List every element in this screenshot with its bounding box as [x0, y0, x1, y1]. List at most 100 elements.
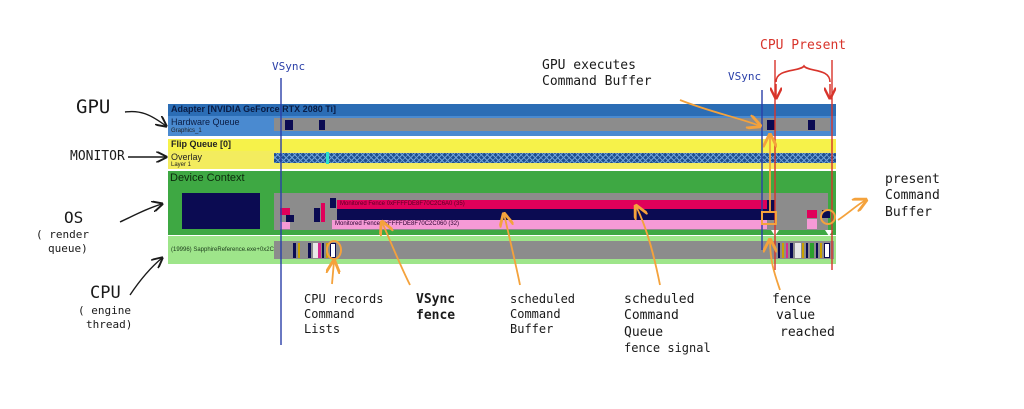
queue-packet[interactable]: [767, 200, 775, 220]
fence-signal-marker[interactable]: [825, 230, 833, 236]
monitored-fence-navy[interactable]: [337, 209, 767, 220]
monitored-fence-lower[interactable]: Monitored Fence 0xFFFFDE8F70C2C060 (32): [332, 220, 767, 229]
cpu-work-block[interactable]: [318, 243, 321, 258]
cpu-records-line-1: CPU records: [304, 292, 384, 306]
monitored-fence-upper[interactable]: Monitored Fence 0xFFFFDE8F70C2C6A0 (35): [337, 200, 767, 209]
cpu-work-block[interactable]: [778, 243, 780, 258]
cpu-work-block[interactable]: [782, 243, 784, 258]
cpu-work-block[interactable]: [795, 243, 801, 258]
cpu-work-block[interactable]: [816, 243, 818, 258]
cpu-present-brace: [775, 64, 831, 83]
gpu-packet[interactable]: [767, 120, 775, 130]
fence-value-arrow: [770, 240, 781, 291]
engine-thread-track[interactable]: [274, 241, 834, 259]
cpu-line-3: thread): [86, 318, 133, 331]
overlay-flip-marker[interactable]: [326, 152, 329, 164]
device-context-thumbnail: [182, 193, 260, 229]
gpu-packet[interactable]: [319, 120, 325, 130]
gpu-executes-annotation: GPU executes Command Buffer: [542, 58, 652, 91]
cpu-work-block[interactable]: [802, 243, 804, 258]
present-highlight: [820, 209, 836, 225]
cpu-annotation: CPU ( engine thread): [68, 283, 132, 332]
fence-value-line-2: value: [776, 308, 816, 324]
cpu-work-block[interactable]: [824, 243, 830, 258]
hardware-queue-label: Hardware Queue: [171, 117, 240, 127]
cpu-work-block[interactable]: [330, 243, 336, 258]
os-line-3: queue): [48, 241, 88, 255]
cpu-records-annotation: CPU records Command Lists: [304, 292, 383, 337]
hardware-queue-track[interactable]: [274, 118, 830, 131]
os-annotation: OS ( render queue): [36, 208, 89, 256]
fence-value-annotation: fence value reached: [772, 292, 835, 341]
cpu-work-block[interactable]: [313, 243, 318, 258]
fence-lower-label: Monitored Fence 0xFFFFDE8F70C2C060 (32): [335, 221, 460, 227]
queue-packet[interactable]: [330, 198, 336, 208]
present-line-1: present: [885, 172, 940, 187]
present-line-2: Command: [885, 188, 940, 204]
gpu-executes-line-1: GPU executes: [542, 58, 636, 73]
cpu-line-1: CPU: [90, 283, 121, 303]
cpu-records-arrow: [332, 261, 334, 285]
gpu-packet[interactable]: [285, 120, 293, 130]
os-line-1: OS: [64, 208, 84, 227]
present-annotation: present Command Buffer: [885, 172, 940, 221]
present-arrow: [837, 200, 866, 221]
queue-packet[interactable]: [807, 210, 817, 218]
queue-packet[interactable]: [314, 208, 320, 222]
cpu-work-block[interactable]: [293, 243, 296, 258]
queue-packet[interactable]: [280, 208, 290, 215]
adapter-header[interactable]: Adapter [NVIDIA GeForce RTX 2080 Ti]: [168, 104, 836, 116]
scheduled-cq-line-1: scheduled: [624, 292, 695, 307]
scheduled-cb-arrow: [504, 214, 521, 286]
cpu-present-annotation: CPU Present: [760, 38, 847, 53]
scheduled-cq-line-4: fence signal: [624, 340, 711, 355]
present-line-3: Buffer: [885, 204, 932, 220]
queue-packet[interactable]: [286, 215, 294, 222]
queue-packet[interactable]: [280, 222, 290, 229]
queue-packet[interactable]: [822, 210, 830, 218]
gpu-executes-line-2: Command Buffer: [542, 74, 652, 90]
gpu-arrow: [124, 110, 166, 126]
cpu-work-block[interactable]: [298, 243, 300, 258]
cpu-work-block[interactable]: [308, 243, 311, 258]
vsync-left-annotation: VSync: [272, 60, 306, 73]
overlay-flip-track[interactable]: [274, 153, 836, 163]
vsync-fence-line-2: fence: [416, 308, 456, 324]
cpu-work-block[interactable]: [810, 243, 814, 258]
fence-value-line-3: reached: [780, 324, 835, 340]
engine-thread-label: (19996) SapphireReference.exe+0x2C40: [171, 247, 281, 253]
device-context-label: Device Context: [170, 172, 245, 184]
fence-highlight: [761, 211, 777, 225]
gpu-packet[interactable]: [808, 120, 815, 130]
queue-packet[interactable]: [321, 203, 325, 222]
cpu-work-block[interactable]: [820, 243, 822, 258]
cpu-line-2: ( engine: [78, 304, 131, 318]
cpu-records-line-2: Command: [304, 307, 355, 321]
overlay-sublabel: Layer 1: [171, 162, 192, 168]
queue-packet[interactable]: [807, 219, 817, 229]
scheduled-cb-annotation: scheduled Command Buffer: [510, 292, 575, 337]
cpu-work-block[interactable]: [322, 243, 324, 258]
fence-upper-label: Monitored Fence 0xFFFFDE8F70C2C6A0 (35): [340, 201, 465, 207]
flip-queue-label: Flip Queue [0]: [171, 139, 232, 149]
cpu-arrow: [129, 258, 162, 296]
scheduled-cb-line-2: Command: [510, 307, 561, 321]
scheduled-cq-annotation: scheduled Command Queue fence signal: [624, 292, 711, 356]
gpu-annotation: GPU: [76, 96, 111, 118]
vsync-fence-arrow: [382, 222, 411, 286]
scheduled-cb-line-1: scheduled: [510, 292, 576, 306]
scheduled-cq-arrow: [636, 206, 661, 286]
scheduled-cq-line-2: Command: [624, 308, 679, 324]
monitor-annotation: MONITOR: [70, 149, 125, 164]
cpu-work-block[interactable]: [806, 243, 808, 258]
vsync-fence-annotation: VSync fence: [416, 292, 455, 325]
cpu-work-block[interactable]: [786, 243, 788, 258]
scheduled-cq-line-3: Queue: [624, 324, 664, 340]
cpu-records-line-3: Lists: [304, 322, 341, 336]
cpu-work-block[interactable]: [790, 243, 793, 258]
cpu-records-highlight: [326, 240, 342, 260]
flip-queue-header[interactable]: Flip Queue [0]: [168, 139, 836, 151]
vsync-right-annotation: VSync: [728, 70, 762, 83]
hardware-queue-sublabel: Graphics_1: [171, 128, 202, 134]
